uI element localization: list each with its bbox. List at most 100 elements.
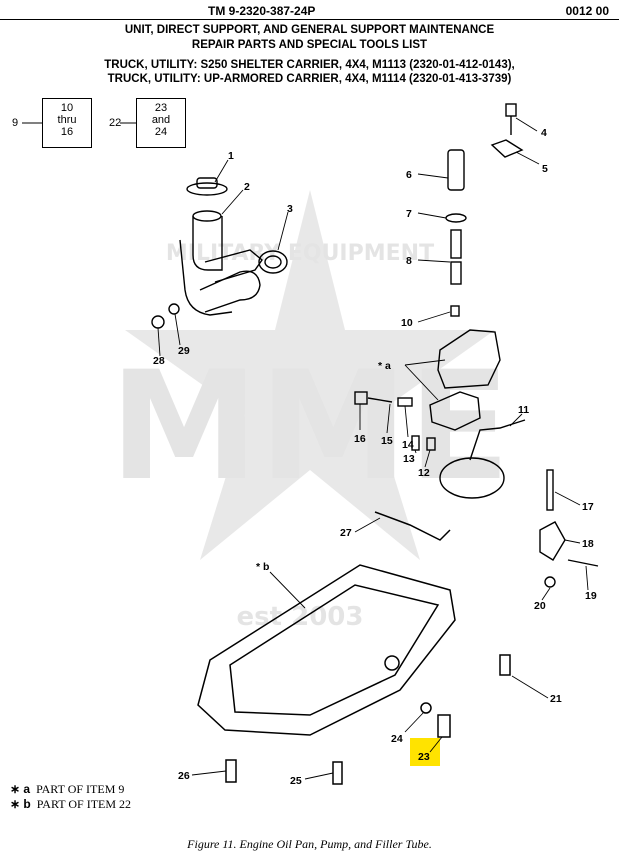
ref-box-22-line1: 23 [154, 102, 168, 114]
filler-cap [186, 182, 228, 196]
oil-pan-inner [229, 584, 440, 716]
filler-neck [192, 210, 222, 222]
washer-7 [445, 213, 467, 223]
filler-tube-elbow [199, 270, 261, 313]
clamp-hose-inner [264, 255, 282, 269]
filler-tube-body [192, 216, 223, 271]
callout-10: 10 [401, 317, 413, 329]
callout-2: 2 [244, 181, 250, 193]
callout-5: 5 [542, 163, 548, 175]
drain-plug-23 [437, 714, 451, 738]
pump-cover [429, 391, 481, 431]
ref-box-22-line3: 24 [154, 126, 168, 138]
note-b-mark: ∗ b [10, 797, 31, 811]
vehicle-line-2: TRUCK, UTILITY: UP-ARMORED CARRIER, 4X4,… [107, 73, 512, 85]
callout-12: 12 [418, 467, 430, 479]
callout-19: 19 [585, 590, 597, 602]
figure-caption: Figure 11. Engine Oil Pan, Pump, and Fil… [187, 837, 432, 851]
callout-28: 28 [153, 355, 165, 367]
note-a-mark: ∗ a [10, 782, 31, 796]
bolt-21 [499, 654, 511, 676]
callout-25: 25 [290, 775, 302, 787]
ref-box-22-line2: and [151, 114, 171, 126]
callout-3: 3 [287, 203, 293, 215]
stud-17 [546, 469, 554, 511]
page-code: 0012 00 [565, 4, 609, 18]
ref-box-9-line1: 10 [60, 102, 74, 114]
screw-12 [426, 437, 436, 451]
retainer-10 [450, 305, 460, 317]
watermark-est-text: est 2003 [237, 602, 364, 632]
nut-28 [151, 315, 165, 329]
ref-box-tag-9: 9 [12, 117, 19, 129]
pin-13 [411, 435, 420, 451]
clamp-hose [258, 250, 288, 274]
tm-number: TM 9-2320-387-24P [208, 4, 316, 18]
callout-24: 24 [391, 733, 403, 745]
filler-tube-flange [204, 249, 263, 283]
oil-pan-body [197, 564, 456, 736]
bracket-18 [539, 521, 566, 561]
watermark-big-text: MME [109, 340, 510, 514]
pump-housing [437, 329, 501, 389]
plug-16 [354, 391, 368, 405]
spring-15 [367, 397, 393, 403]
ref-box-9: 10 thru 16 [42, 98, 92, 148]
shaft-8-lower [450, 261, 462, 285]
callout-13: 13 [403, 453, 415, 465]
callout-26: 26 [178, 770, 190, 782]
filler-tube-assembly [151, 177, 288, 329]
gasket-27 [374, 511, 451, 541]
washer-29 [168, 303, 180, 315]
filler-cap-top [196, 177, 218, 189]
bolt-19 [567, 559, 599, 567]
title-line-1: UNIT, DIRECT SUPPORT, AND GENERAL SUPPOR… [124, 24, 495, 36]
ref-box-tag-22: 22 [109, 117, 122, 129]
title-line-2: REPAIR PARTS AND SPECIAL TOOLS LIST [191, 39, 428, 51]
note-a: ∗ a PART OF ITEM 9 [10, 782, 124, 797]
nut-20 [544, 576, 556, 588]
pickup-screen-11 [439, 457, 505, 499]
bolt-4-head [505, 103, 517, 117]
ref-box-9-line2: thru [57, 114, 77, 126]
oil-pan [197, 511, 511, 785]
watermark-star [125, 190, 495, 560]
note-b-text: PART OF ITEM 22 [36, 797, 132, 811]
callout-labels: 1 2 3 4 5 6 7 8 10 * a 11 16 15 14 13 12… [153, 127, 597, 787]
callout-1: 1 [228, 150, 234, 162]
callout-18: 18 [582, 538, 594, 550]
callout-7: 7 [406, 208, 412, 220]
right-side-parts [539, 469, 599, 588]
shaft-8 [450, 229, 462, 259]
callout-20: 20 [534, 600, 546, 612]
callout-14: 14 [402, 439, 414, 451]
callout-17: 17 [582, 501, 594, 513]
callout-15: 15 [381, 435, 393, 447]
callout-4: 4 [541, 127, 547, 139]
ref-box-9-line3: 16 [60, 126, 74, 138]
callout-star-a: * a [378, 360, 391, 372]
watermark: MME MILITARY EQUIPMENT est 2003 [109, 190, 511, 632]
callout-star-b: * b [256, 561, 269, 573]
drive-shaft-6 [447, 149, 465, 191]
drain-plug [384, 655, 400, 671]
stud-26 [225, 759, 237, 783]
highlight-item-23 [410, 738, 440, 766]
clamp-5 [490, 139, 524, 158]
callout-23: 23 [418, 751, 430, 763]
header-rule [0, 19, 619, 20]
callout-11: 11 [518, 404, 529, 416]
ref-box-22: 23 and 24 [136, 98, 186, 148]
bolt-25 [332, 761, 343, 785]
filler-tube-bracket [179, 239, 233, 316]
note-a-text: PART OF ITEM 9 [36, 782, 125, 796]
callout-16: 16 [354, 433, 366, 445]
callout-29: 29 [178, 345, 190, 357]
watermark-arc-text: MILITARY EQUIPMENT [166, 241, 434, 266]
callout-27: 27 [340, 527, 352, 539]
callout-8: 8 [406, 255, 412, 267]
vehicle-line-1: TRUCK, UTILITY: S250 SHELTER CARRIER, 4X… [104, 59, 515, 71]
callout-6: 6 [406, 169, 412, 181]
gasket-24 [420, 702, 432, 714]
